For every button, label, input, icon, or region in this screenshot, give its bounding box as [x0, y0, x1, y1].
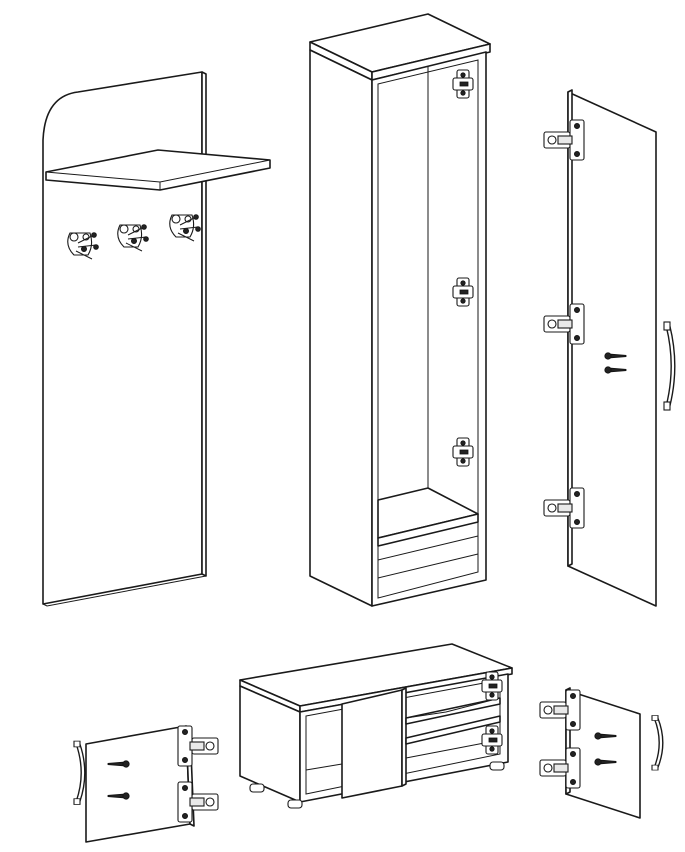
shelf	[405, 715, 501, 745]
hinge	[177, 781, 219, 823]
door-panel	[85, 725, 191, 843]
hinge	[543, 303, 585, 345]
coat-panel	[42, 71, 271, 607]
divider	[341, 689, 403, 799]
inner-shelf	[377, 487, 479, 579]
hinge	[539, 689, 581, 731]
handle	[74, 741, 83, 804]
shelf	[405, 697, 501, 725]
hinge	[177, 725, 219, 767]
handle	[652, 716, 661, 771]
shelf	[45, 149, 271, 191]
hinge	[543, 119, 585, 161]
left-small-door	[74, 725, 219, 843]
cabinet-door	[543, 89, 673, 607]
foot	[249, 783, 265, 793]
tall-cabinet	[309, 13, 491, 607]
foot	[489, 761, 505, 771]
right-small-door	[539, 687, 661, 819]
hinge	[543, 487, 585, 529]
low-cabinet	[239, 643, 513, 809]
cabinet-body	[309, 49, 373, 607]
hinge	[539, 747, 581, 789]
handle	[664, 322, 673, 410]
back-panel	[42, 71, 203, 605]
door-panel	[567, 91, 657, 607]
foot	[287, 799, 303, 809]
